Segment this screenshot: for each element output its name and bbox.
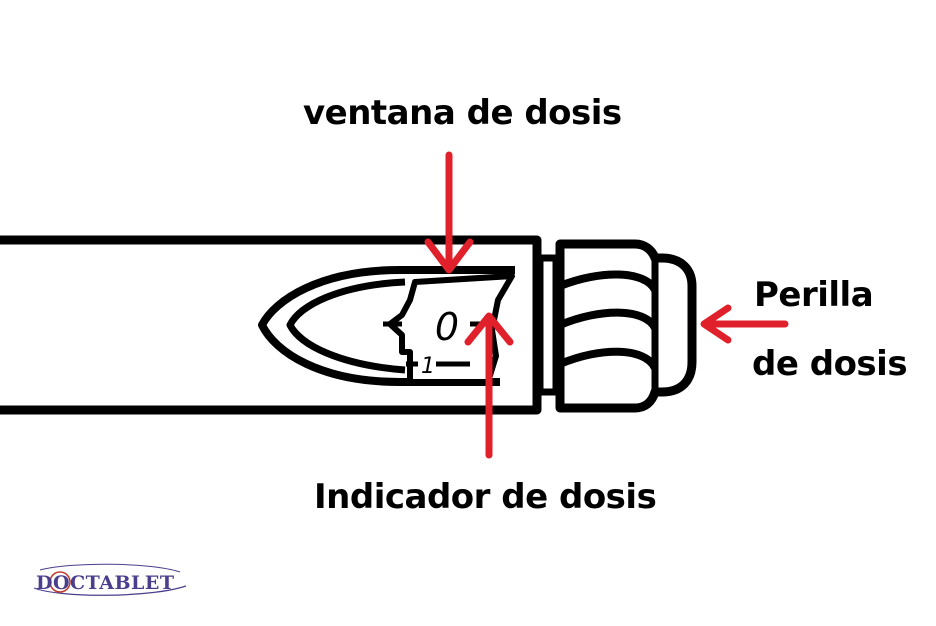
dose-window-cutout (387, 273, 515, 385)
pen-collar (536, 254, 560, 396)
label-dose-knob-line1: Perilla (754, 275, 874, 315)
dose-value-next: 1 (421, 354, 435, 379)
label-dose-knob-line2: de dosis (752, 344, 908, 384)
arrow-dose-knob (700, 304, 789, 344)
dose-window (258, 266, 515, 386)
logo-text: DOCTABLET (36, 572, 175, 594)
dose-knob[interactable] (555, 239, 697, 413)
arrow-dose-indicator (464, 312, 514, 459)
doctablet-logo: DOCTABLET (33, 563, 187, 596)
label-dose-indicator: Indicador de dosis (314, 477, 657, 517)
dose-value-current: 0 (435, 305, 459, 349)
arrow-dose-window (424, 151, 474, 274)
label-dose-window: ventana de dosis (303, 93, 622, 133)
